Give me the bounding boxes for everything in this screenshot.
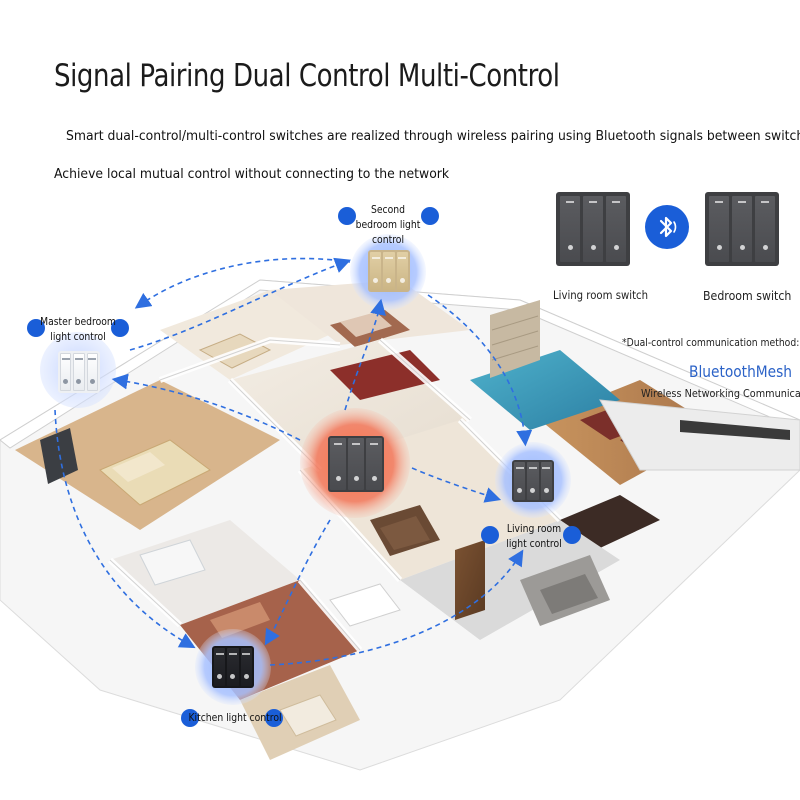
- switch-key: [86, 353, 98, 391]
- legend-bedroom-label: Bedroom switch: [703, 288, 792, 303]
- switch-key: [540, 462, 552, 500]
- floor-plan-illustration: [0, 207, 800, 771]
- switch-key: [755, 196, 775, 262]
- switch-key: [583, 196, 603, 262]
- switch-key: [60, 353, 72, 391]
- page-title: Signal Pairing Dual Control Multi-Contro…: [54, 58, 560, 94]
- master-bedroom-label: Master bedroom light control: [40, 316, 116, 343]
- switch-key: [396, 252, 408, 290]
- switch-key: [214, 648, 226, 686]
- master-bedroom-switch: [58, 351, 100, 393]
- switch-key: [330, 438, 346, 490]
- switch-key: [73, 353, 85, 391]
- switch-key: [709, 196, 729, 262]
- arrow-center-to-kitchen: [264, 519, 331, 646]
- switch-key: [370, 252, 382, 290]
- kitchen-switch: [212, 646, 254, 688]
- description-line-1: Smart dual-control/multi-control switche…: [66, 128, 800, 144]
- switch-key: [527, 462, 539, 500]
- bluetooth-icon: [645, 205, 689, 249]
- arrow-second-to-living: [427, 294, 533, 447]
- second-bedroom-switch: [368, 250, 410, 292]
- switch-key: [732, 196, 752, 262]
- center-main-switch: [328, 436, 384, 492]
- comm-method-label: *Dual-control communication method:: [622, 337, 800, 349]
- arrow-master-to-kitchen: [54, 409, 196, 649]
- living-room-switch: [512, 460, 554, 502]
- kitchen-label: Kitchen light control: [188, 712, 282, 724]
- arrow-center-to-living: [411, 467, 502, 503]
- comm-method-desc: Wireless Networking Communication: [641, 387, 800, 400]
- description-line-2: Achieve local mutual control without con…: [54, 166, 450, 182]
- legend-living-room-label: Living room switch: [553, 288, 649, 302]
- bluetooth-mesh-name: BluetoothMesh: [689, 362, 793, 381]
- switch-key: [560, 196, 580, 262]
- arrow-kitchen-to-living: [269, 549, 524, 666]
- switch-key: [348, 438, 364, 490]
- switch-key: [366, 438, 382, 490]
- legend-bedroom-switch: [705, 192, 779, 266]
- switch-key: [240, 648, 252, 686]
- switch-key: [606, 196, 626, 262]
- arrow-second-to-master: [134, 257, 351, 309]
- switch-key: [227, 648, 239, 686]
- arrow-master-to-second: [129, 257, 351, 351]
- legend-living-room-switch: [556, 192, 630, 266]
- arrow-center-to-second: [344, 298, 386, 411]
- switch-key: [514, 462, 526, 500]
- switch-key: [383, 252, 395, 290]
- second-bedroom-label: Second bedroom light control: [355, 204, 421, 246]
- living-room-label: Living room light control: [506, 523, 562, 550]
